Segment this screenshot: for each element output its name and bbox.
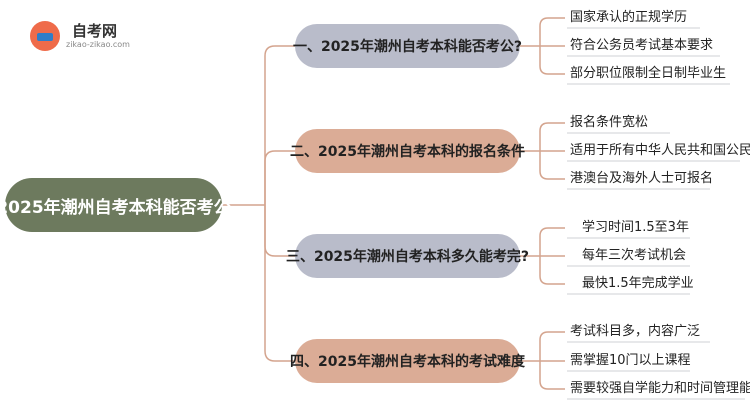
logo-name: 自考网 (72, 22, 118, 40)
graduation-cap-icon (30, 21, 60, 51)
branch-node-1: 一、2025年潮州自考本科能否考公? (293, 24, 522, 68)
leaf-node: 学习时间1.5至3年 (582, 220, 689, 235)
root-node: 2025年潮州自考本科能否考公 (0, 178, 231, 232)
site-logo[interactable]: 自考网 zikao-zikao.com (30, 18, 170, 54)
leaf-node: 需掌握10门以上课程 (570, 353, 691, 368)
branch-node-4: 四、2025年潮州自考本科的考试难度 (290, 339, 525, 383)
leaf-node: 部分职位限制全日制毕业生 (570, 66, 727, 81)
branch-node-3: 三、2025年潮州自考本科多久能考完? (286, 234, 529, 278)
leaf-node: 每年三次考试机会 (582, 248, 687, 263)
leaf-node: 国家承认的正规学历 (570, 10, 688, 25)
branch-node-2: 二、2025年潮州自考本科的报名条件 (290, 129, 525, 173)
leaf-node: 符合公务员考试基本要求 (570, 38, 714, 53)
leaf-node: 适用于所有中华人民共和国公民 (570, 143, 750, 158)
leaf-node: 报名条件宽松 (570, 115, 649, 130)
leaf-node: 最快1.5年完成学业 (582, 276, 694, 291)
logo-url: zikao-zikao.com (66, 40, 130, 49)
leaf-node: 需要较强自学能力和时间管理能力 (570, 381, 750, 396)
leaf-node: 港澳台及海外人士可报名 (570, 171, 714, 186)
leaf-node: 考试科目多，内容广泛 (570, 324, 701, 339)
